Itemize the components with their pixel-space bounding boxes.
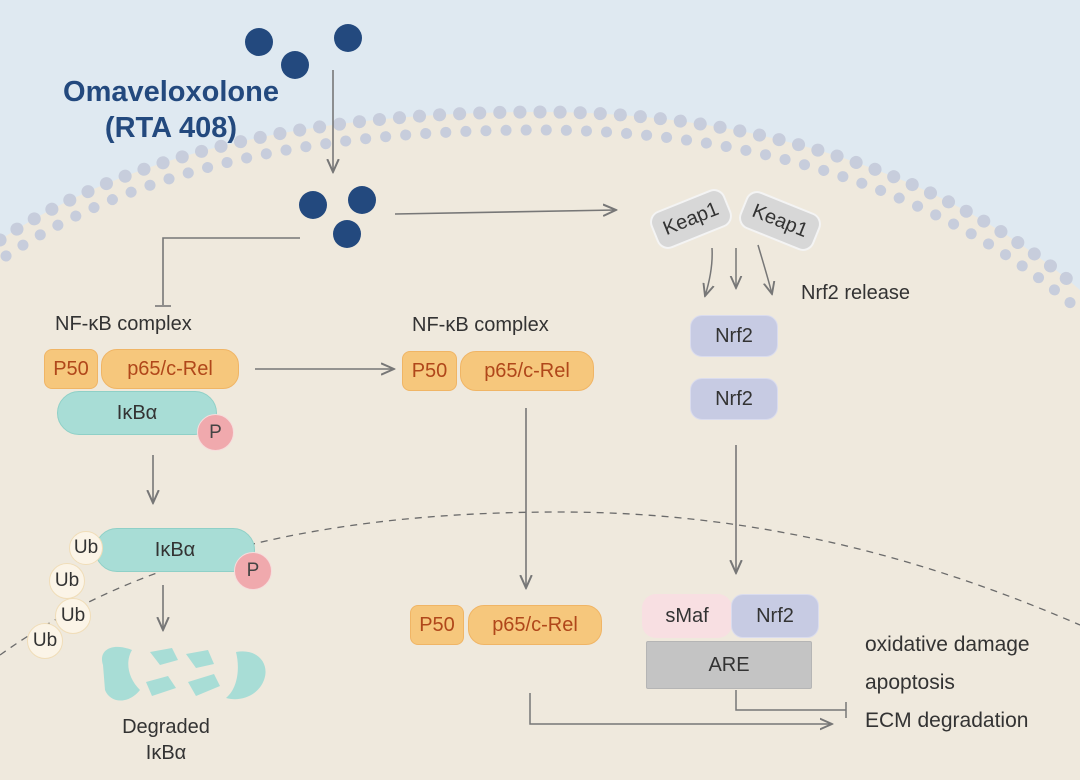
drug-label: Omaveloxolone (RTA 408) [45,74,297,146]
ubiquitinated-ikba: IκBα [95,528,255,572]
drug-molecule [245,28,273,56]
p50-protein: P50 [44,349,98,389]
drug-code: (RTA 408) [104,112,238,144]
outcome-list: oxidative damage apoptosis ECM degradati… [865,626,1030,740]
p50-protein: P50 [402,351,457,391]
nuclear-p65: p65/c-Rel [468,605,602,645]
drug-molecule [299,191,327,219]
degraded-label: Degraded IκBα [118,714,214,766]
drug-molecule [334,24,362,52]
nrf2-release-arrow [705,247,712,296]
ubiquitin: Ub [49,563,85,599]
drug-name: Omaveloxolone [63,76,279,108]
outcome-apoptosis: apoptosis [865,671,955,694]
drug-molecule [281,51,309,79]
phosphate-badge: P [197,414,234,451]
left-complex-title: NF-κB complex [55,313,192,335]
keap1-arrow [394,210,616,214]
cell-membrane-inner [0,124,1080,312]
inhibition-line [162,237,300,305]
drug-molecule [333,220,361,248]
p65-protein: p65/c-Rel [460,351,594,391]
nrf2-release-arrow [757,244,772,294]
cell-membrane [0,105,1080,297]
outcome-oxidative-damage: oxidative damage [865,633,1030,656]
ubiquitin: Ub [27,623,63,659]
ikba-protein: IκBα [57,391,217,435]
nuclear-nrf2: Nrf2 [731,594,819,638]
nfkb-outcome-arrow [529,693,832,724]
ubiquitin: Ub [55,598,91,634]
outcome-ecm-degradation: ECM degradation [865,709,1029,732]
ubiquitin: Ub [69,531,103,565]
degraded-ikba-fragments [101,646,266,701]
are-element: ARE [646,641,812,689]
nuclear-p50: P50 [410,605,464,645]
nrf2-protein: Nrf2 [690,315,778,357]
degraded-line1: Degraded [122,716,210,738]
degraded-line2: IκBα [145,742,187,764]
p65-protein: p65/c-Rel [101,349,239,389]
drug-molecule [348,186,376,214]
phosphate-badge: P [234,552,272,590]
nrf2-release-label: Nrf2 release [801,282,910,304]
smaf-protein: sMaf [642,594,732,638]
nrf2-protein: Nrf2 [690,378,778,420]
middle-complex-title: NF-κB complex [412,314,549,336]
